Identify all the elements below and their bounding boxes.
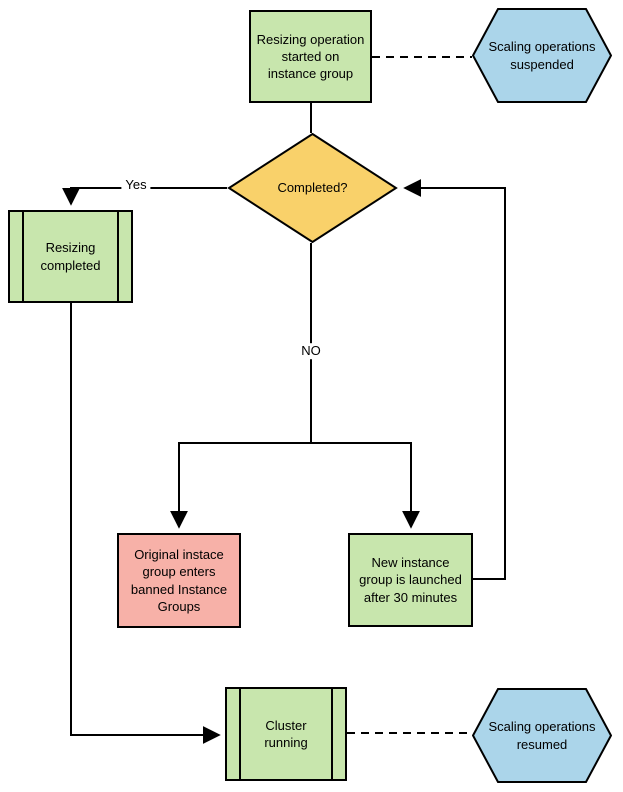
predefined-bar-left [22,212,24,301]
node-decision-label: Completed? [277,180,348,196]
node-decision: Completed? [227,133,398,243]
hexagon-shape [472,688,612,783]
edge-label-yes: Yes [121,177,151,193]
node-cluster-running: Cluster running [225,687,347,781]
node-new-group-label: New instance group is launched after 30 … [359,555,462,605]
node-start: Resizing operation started on instance g… [249,10,372,103]
node-start-label: Resizing operation started on instance g… [256,31,365,82]
node-banned-group: Original instace group enters banned Ins… [117,533,241,628]
node-resumed: Scaling operations resumed [472,688,612,783]
node-suspended: Scaling operations suspended [472,8,612,103]
edge-no-to-new-group [311,442,420,529]
node-resumed-label: Scaling operations resumed [488,719,596,752]
edge-resizing-to-cluster [70,303,221,744]
hexagon-shape [472,8,612,103]
node-new-group: New instance group is launched after 30 … [348,533,473,627]
node-cluster-running-label: Cluster running [264,717,308,750]
predefined-bar-left [239,689,241,779]
diamond-shape [227,133,398,243]
edge-label-no: NO [297,343,325,359]
edge-no-to-banned [170,442,311,529]
node-suspended-label: Scaling operations suspended [488,39,596,72]
predefined-bar-right [331,689,333,779]
predefined-bar-right [117,212,119,301]
node-banned-group-label: Original instace group enters banned Ins… [130,547,228,614]
node-resizing-completed-label: Resizing completed [40,240,101,273]
node-resizing-completed: Resizing completed [8,210,133,303]
edge-new-group-loop [403,179,506,580]
